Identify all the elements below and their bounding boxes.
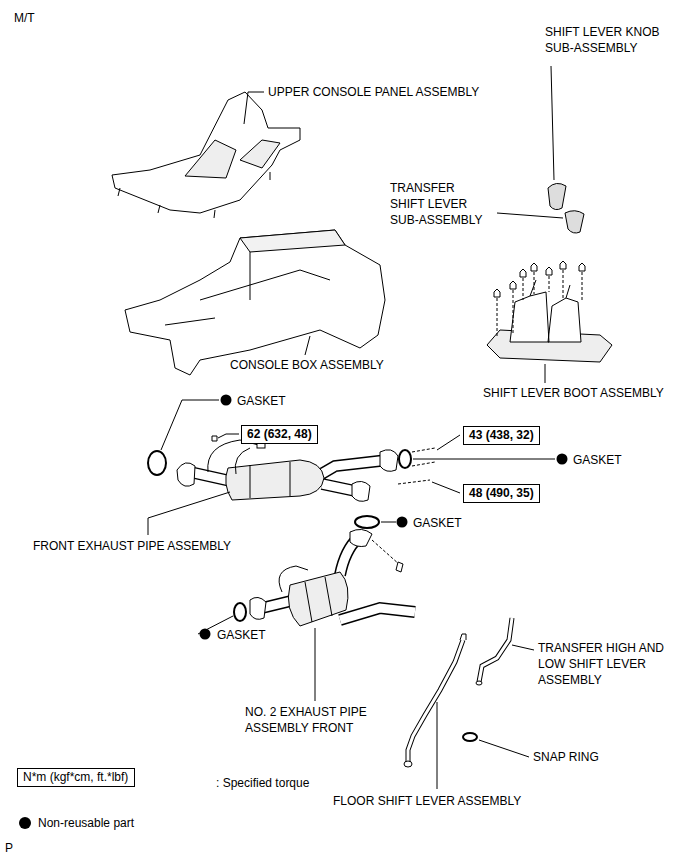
part-label: TRANSFER SHIFT LEVER SUB-ASSEMBLY (390, 180, 490, 228)
part-label: GASKET (237, 393, 286, 409)
part-label: FLOOR SHIFT LEVER ASSEMBLY (333, 793, 521, 809)
legend-swatch (19, 817, 31, 829)
part-label: P (5, 840, 13, 854)
part-label: M/T (14, 10, 35, 26)
torque-box: 62 (632, 48) (241, 425, 318, 444)
torque-box: N*m (kgf*cm, ft.*lbf) (17, 768, 135, 787)
part-label: SHIFT LEVER BOOT ASSEMBLY (483, 385, 664, 401)
part-label: : Specified torque (216, 775, 309, 791)
part-label: CONSOLE BOX ASSEMBLY (230, 357, 384, 373)
part-label: GASKET (413, 515, 462, 531)
torque-value: 48 (490, 35) (469, 486, 534, 501)
torque-box: 43 (438, 32) (463, 426, 540, 445)
torque-value: 62 (632, 48) (247, 427, 312, 442)
part-label: SHIFT LEVER KNOB SUB-ASSEMBLY (545, 24, 675, 56)
part-label: GASKET (573, 452, 622, 468)
part-label: TRANSFER HIGH AND LOW SHIFT LEVER ASSEMB… (538, 640, 678, 688)
part-label: GASKET (217, 627, 266, 643)
legend-text: Non-reusable part (38, 815, 134, 831)
part-label: SNAP RING (533, 749, 599, 765)
part-label: UPPER CONSOLE PANEL ASSEMBLY (268, 84, 479, 100)
torque-value: N*m (kgf*cm, ft.*lbf) (23, 770, 129, 785)
torque-value: 43 (438, 32) (469, 428, 534, 443)
torque-box: 48 (490, 35) (463, 484, 540, 503)
part-label: NO. 2 EXHAUST PIPE ASSEMBLY FRONT (245, 704, 385, 736)
part-label: FRONT EXHAUST PIPE ASSEMBLY (33, 538, 231, 554)
